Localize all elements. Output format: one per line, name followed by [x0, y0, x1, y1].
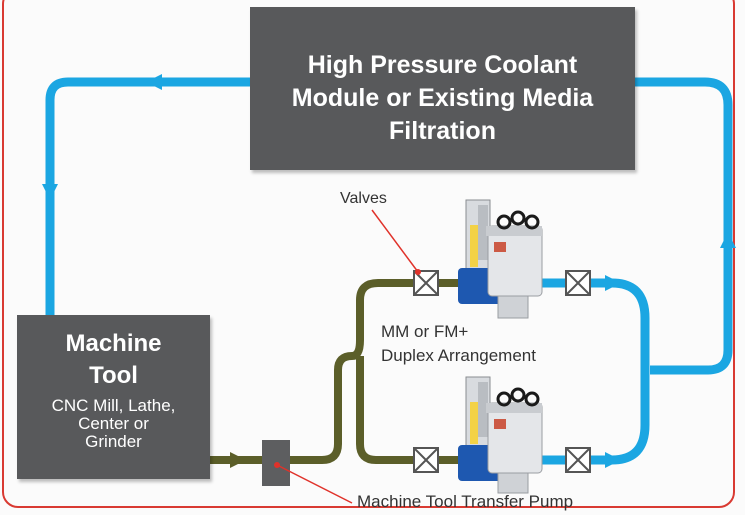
- hp-module-title-line-2: Module or Existing Media: [291, 84, 594, 112]
- hp-module-title-line-3: Filtration: [389, 117, 496, 145]
- filter-unit-lower: [458, 376, 543, 494]
- machine-tool-title-line-1: Machine: [65, 330, 162, 357]
- machine-tool-sub-line-2: Center or: [78, 414, 149, 433]
- valves-leader-dot: [415, 269, 421, 275]
- machine-tool-sub-line-3: Grinder: [85, 432, 142, 451]
- transfer-pump-label: Machine Tool Transfer Pump: [357, 492, 574, 511]
- duplex-label-line-1: MM or FM+: [381, 322, 469, 341]
- pump-leader-dot: [274, 462, 280, 468]
- machine-tool-sub-line-1: CNC Mill, Lathe,: [51, 396, 176, 415]
- machine-tool-title: Machine Tool: [17, 315, 210, 392]
- hp-module-title-line-1: High Pressure Coolant: [307, 51, 578, 79]
- flow-arrow-left: [146, 74, 162, 90]
- outer-frame: [2, 0, 735, 508]
- clean-coolant-supply-line: [635, 77, 733, 375]
- valve-upper-right: [565, 270, 591, 296]
- filter-unit-upper: [458, 199, 543, 319]
- hp-coolant-module-box: High Pressure Coolant Module or Existing…: [250, 7, 635, 170]
- duplex-label-line-2: Duplex Arrangement: [381, 346, 536, 365]
- valve-lower-left: [413, 447, 439, 473]
- valve-lower-right: [565, 447, 591, 473]
- valves-label: Valves: [340, 190, 387, 207]
- machine-tool-title-line-2: Tool: [89, 362, 138, 389]
- flow-arrow-outlet-upper: [605, 275, 621, 291]
- flow-arrow-outlet-lower: [605, 452, 621, 468]
- machine-tool-subtitle: CNC Mill, Lathe, Center or Grinder: [17, 397, 210, 451]
- filter-outlet-lower-line: [538, 370, 650, 465]
- flow-arrow-dirty: [230, 452, 246, 468]
- filter-outlet-upper-line: [538, 278, 650, 370]
- flow-arrow-down: [42, 184, 58, 200]
- dirty-coolant-line: [210, 279, 470, 464]
- clean-coolant-return-line: [45, 77, 250, 318]
- valves-leader-line: [371, 209, 419, 273]
- machine-tool-box: Machine Tool CNC Mill, Lathe, Center or …: [17, 315, 210, 479]
- duplex-arrangement-label: MM or FM+ Duplex Arrangement: [381, 320, 536, 368]
- flow-arrow-supply-up: [720, 232, 736, 248]
- pump-leader-line: [276, 464, 353, 504]
